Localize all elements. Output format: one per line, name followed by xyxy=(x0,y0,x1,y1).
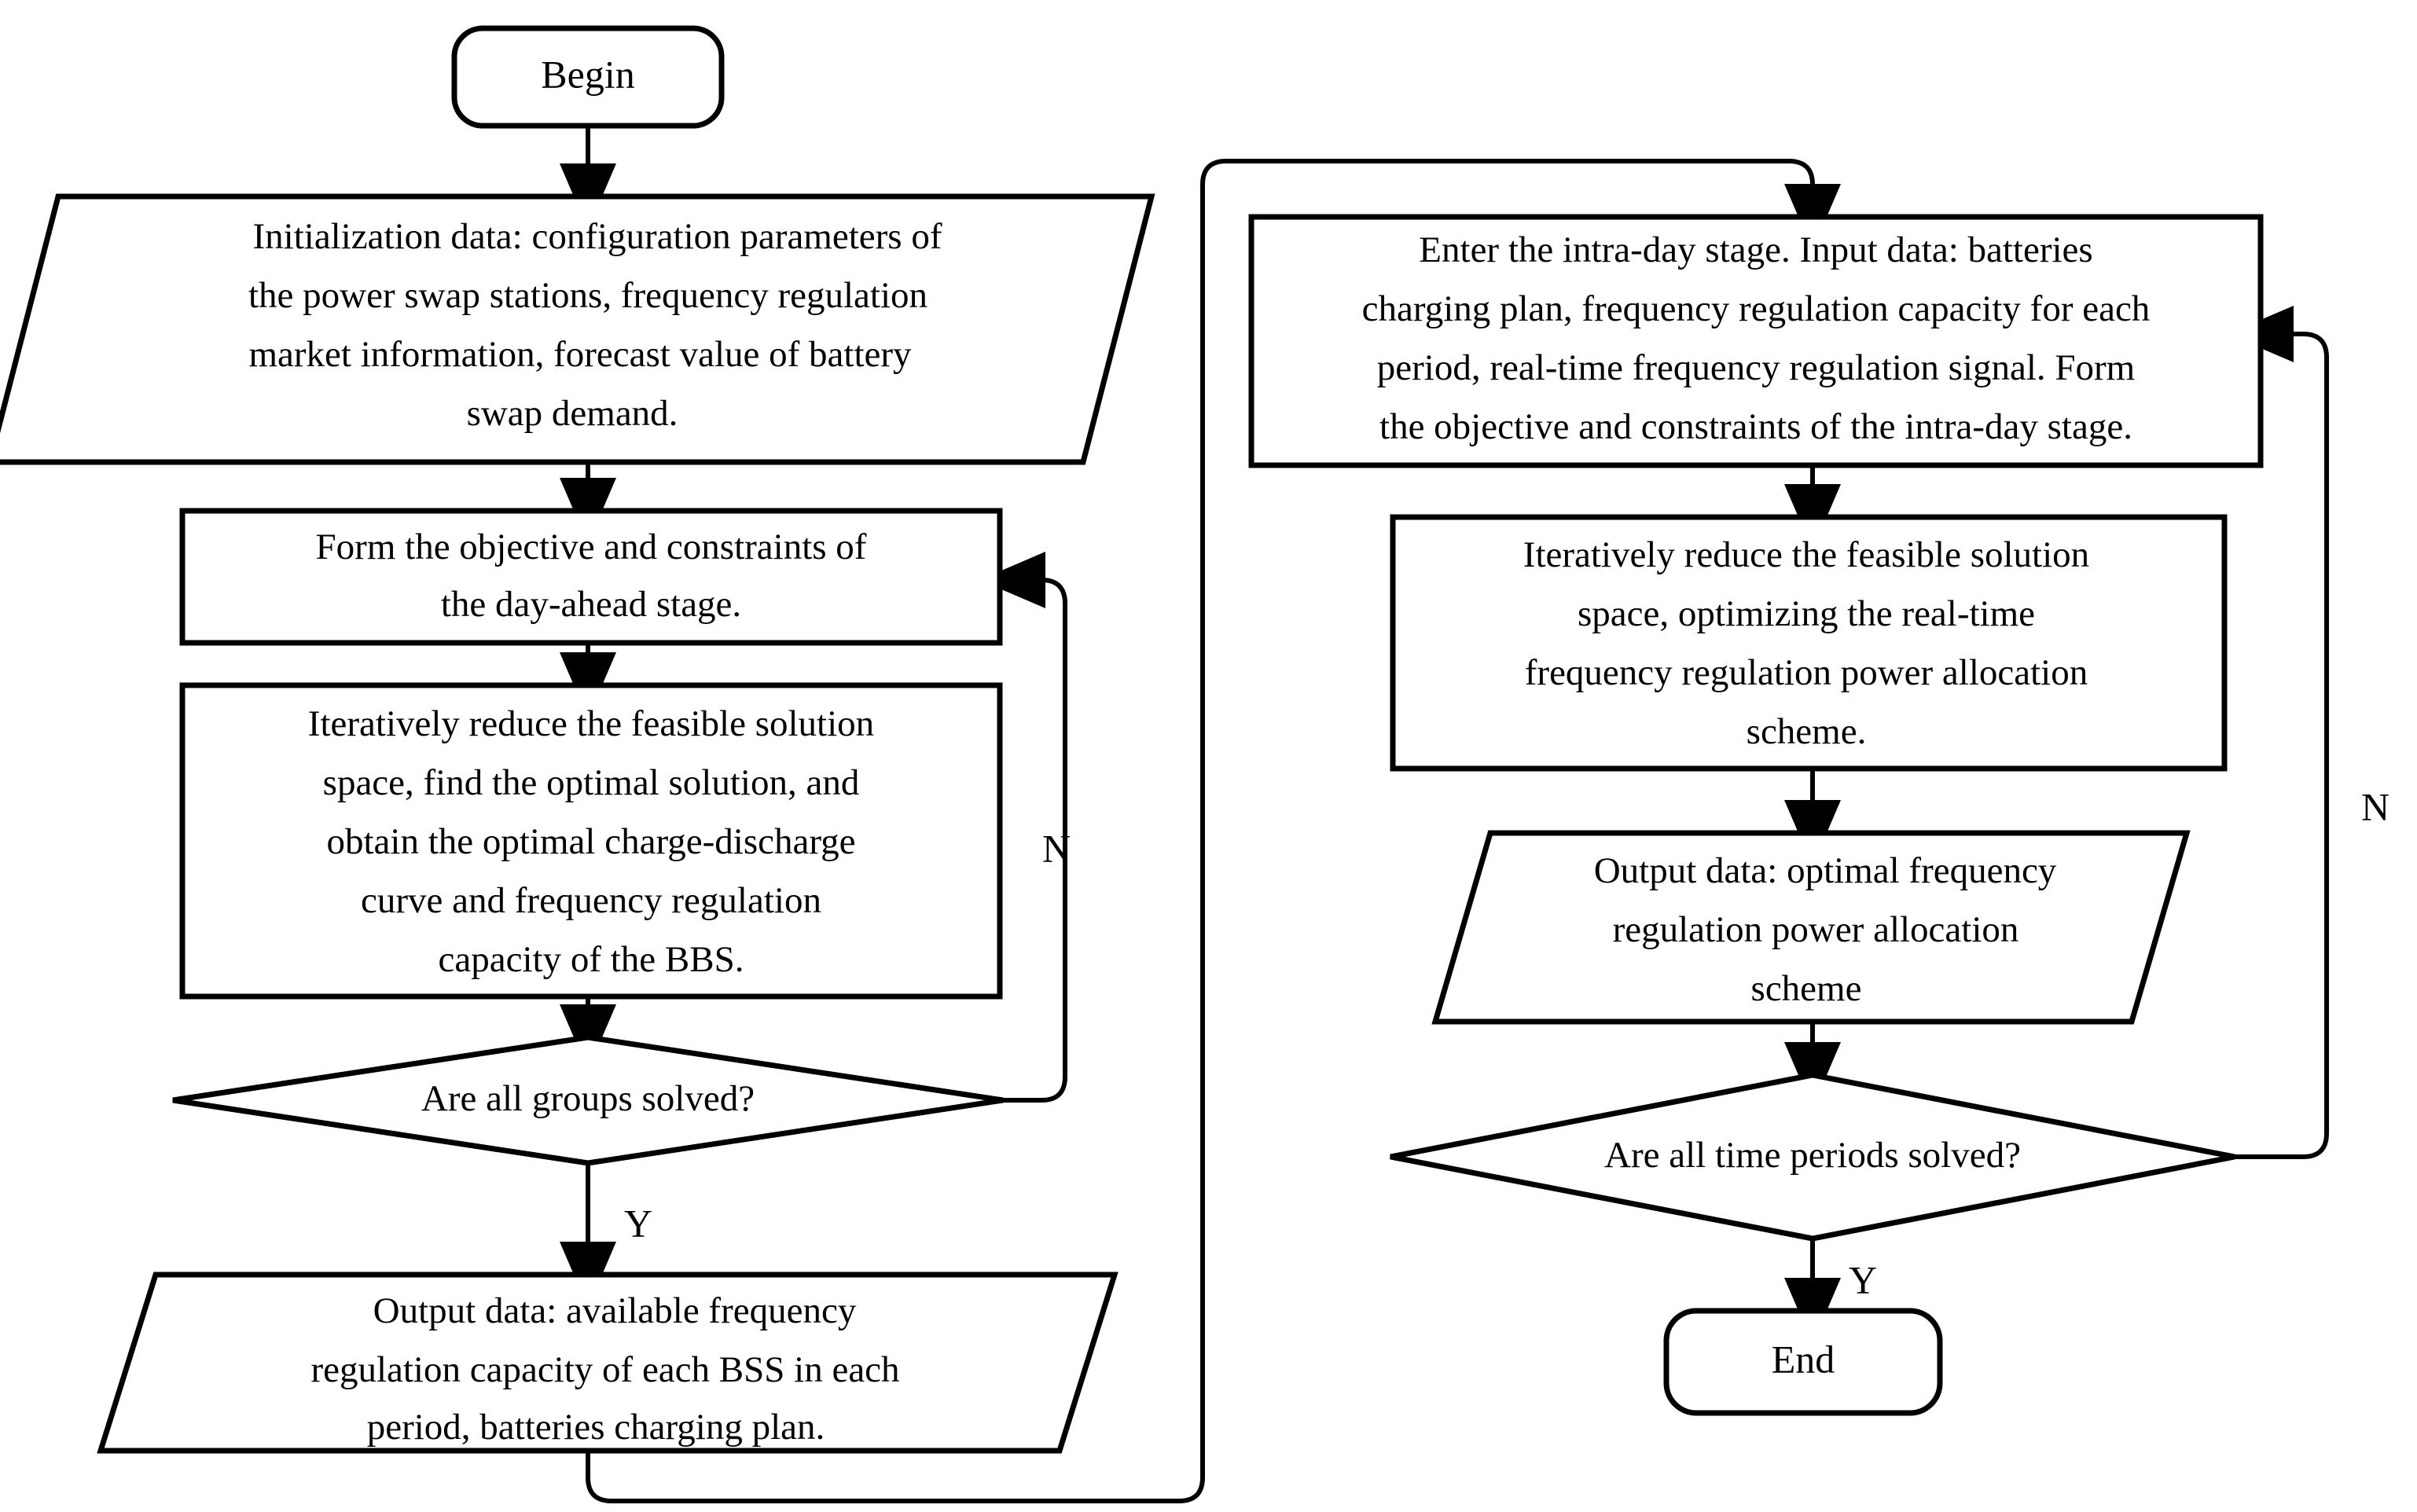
node-output-day-ahead[interactable]: Output data: available frequency regulat… xyxy=(97,1272,1119,1454)
output-intra-day-line-3: scheme xyxy=(1751,968,1862,1009)
node-enter-intra-day[interactable]: Enter the intra-day stage. Input data: b… xyxy=(1248,214,2264,468)
branch-label-periods-yes: Y xyxy=(1849,1257,1877,1301)
enter-intra-day-line-2: charging plan, frequency regulation capa… xyxy=(1362,288,2151,329)
form-day-ahead-line-1: Form the objective and constraints of xyxy=(316,527,867,567)
output-intra-day-line-1: Output data: optimal frequency xyxy=(1594,850,2057,891)
iterate-intra-day-line-4: scheme. xyxy=(1747,711,1867,752)
edge-groups-no-loop xyxy=(979,552,1067,1103)
init-data-line-4: swap demand. xyxy=(467,393,678,434)
node-init-data[interactable]: Initialization data: configuration param… xyxy=(0,193,1155,465)
iterate-day-ahead-line-5: capacity of the BBS. xyxy=(439,939,744,980)
iterate-day-ahead-shape xyxy=(179,682,1003,1000)
end-label: End xyxy=(1772,1337,1835,1381)
begin-label: Begin xyxy=(541,52,634,96)
output-intra-day-shape xyxy=(1431,830,2191,1025)
iterate-day-ahead-line-1: Iteratively reduce the feasible solution xyxy=(308,703,874,744)
groups-decision-label: Are all groups solved? xyxy=(421,1078,755,1119)
branch-label-groups-no: N xyxy=(1042,826,1071,870)
node-end[interactable]: End xyxy=(1663,1308,1943,1416)
output-day-ahead-line-1: Output data: available frequency xyxy=(373,1290,857,1331)
groups-decision-shape xyxy=(172,1034,1004,1166)
branch-label-groups-yes: Y xyxy=(624,1201,652,1245)
form-day-ahead-line-2: the day-ahead stage. xyxy=(441,584,741,625)
iterate-day-ahead-line-2: space, find the optimal solution, and xyxy=(323,762,860,803)
periods-decision-label: Are all time periods solved? xyxy=(1604,1135,2021,1176)
output-day-ahead-shape xyxy=(97,1272,1119,1454)
init-data-shape xyxy=(0,193,1155,465)
node-begin[interactable]: Begin xyxy=(451,25,725,129)
enter-intra-day-line-1: Enter the intra-day stage. Input data: b… xyxy=(1419,229,2092,270)
output-day-ahead-line-2: regulation capacity of each BSS in each xyxy=(310,1349,899,1390)
iterate-day-ahead-line-3: obtain the optimal charge-discharge xyxy=(326,821,855,862)
begin-shape xyxy=(451,25,725,129)
node-iterate-intra-day[interactable]: Iteratively reduce the feasible solution… xyxy=(1390,514,2228,772)
iterate-intra-day-line-3: frequency regulation power allocation xyxy=(1525,652,2088,693)
iterate-day-ahead-line-4: curve and frequency regulation xyxy=(361,880,821,921)
form-day-ahead-shape xyxy=(179,508,1003,646)
enter-intra-day-line-4: the objective and constraints of the int… xyxy=(1379,406,2132,447)
end-shape xyxy=(1663,1308,1943,1416)
periods-decision-shape xyxy=(1390,1072,2235,1242)
init-data-line-3: market information, forecast value of ba… xyxy=(248,334,912,375)
node-groups-decision[interactable]: Are all groups solved? xyxy=(172,1034,1004,1166)
enter-intra-day-shape xyxy=(1248,214,2264,468)
output-intra-day-line-2: regulation power allocation xyxy=(1613,909,2019,950)
init-data-line-1: Initialization data: configuration param… xyxy=(253,216,942,257)
node-periods-decision[interactable]: Are all time periods solved? xyxy=(1390,1072,2235,1242)
edge-output-day-ahead-to-intra-day xyxy=(586,159,1841,1503)
iterate-intra-day-shape xyxy=(1390,514,2228,772)
edge-periods-no-loop xyxy=(2228,306,2329,1159)
iterate-intra-day-line-2: space, optimizing the real-time xyxy=(1578,593,2035,634)
node-output-intra-day[interactable]: Output data: optimal frequency regulatio… xyxy=(1431,830,2191,1025)
output-day-ahead-line-3: period, batteries charging plan. xyxy=(367,1407,825,1448)
init-data-line-2: the power swap stations, frequency regul… xyxy=(248,275,927,316)
branch-label-periods-no: N xyxy=(2361,784,2389,828)
node-form-day-ahead[interactable]: Form the objective and constraints of th… xyxy=(179,508,1003,646)
enter-intra-day-line-3: period, real-time frequency regulation s… xyxy=(1377,347,2136,388)
iterate-intra-day-line-1: Iteratively reduce the feasible solution xyxy=(1523,534,2089,575)
node-iterate-day-ahead[interactable]: Iteratively reduce the feasible solution… xyxy=(179,682,1003,1000)
